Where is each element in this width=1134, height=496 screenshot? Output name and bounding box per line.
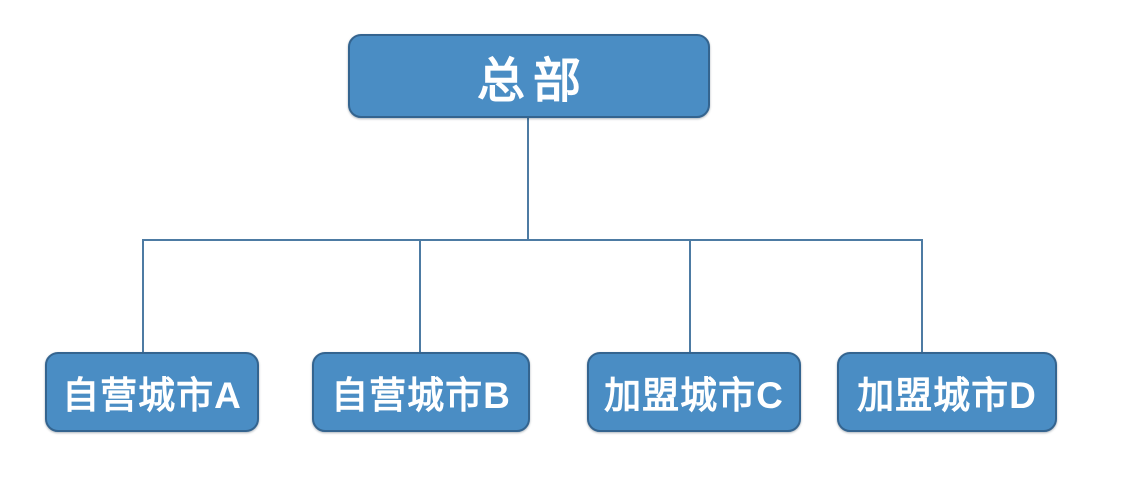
- connector-root-stem: [527, 118, 529, 240]
- connector-drop-city-d: [921, 239, 923, 353]
- node-franchise-city-c: 加盟城市C: [587, 352, 801, 432]
- connector-drop-city-a: [142, 239, 144, 353]
- node-franchise-city-d: 加盟城市D: [837, 352, 1057, 432]
- node-self-operated-city-b: 自营城市B: [312, 352, 530, 432]
- connector-drop-city-b: [419, 239, 421, 353]
- connector-rail: [142, 239, 923, 241]
- connector-drop-city-c: [689, 239, 691, 353]
- node-headquarters: 总部: [348, 34, 710, 118]
- node-self-operated-city-a: 自营城市A: [45, 352, 259, 432]
